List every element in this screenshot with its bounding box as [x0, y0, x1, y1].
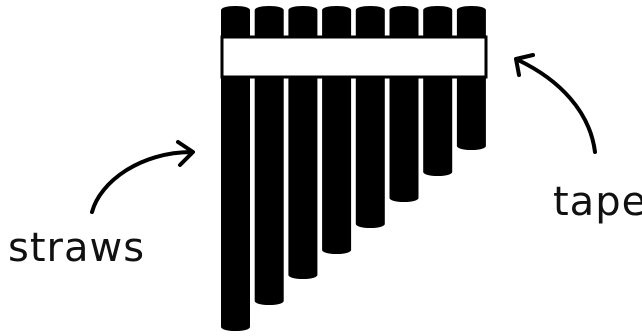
straw-pipe	[221, 6, 250, 331]
tape-band	[220, 35, 488, 79]
tape-arrow-icon	[514, 53, 597, 154]
straws-arrow-icon	[90, 140, 195, 214]
straw-pipe	[423, 6, 453, 176]
straw-pipe	[254, 6, 284, 305]
tape-label: tape	[553, 179, 642, 225]
straws-label: straws	[8, 225, 146, 271]
straw-pipe	[389, 6, 419, 202]
